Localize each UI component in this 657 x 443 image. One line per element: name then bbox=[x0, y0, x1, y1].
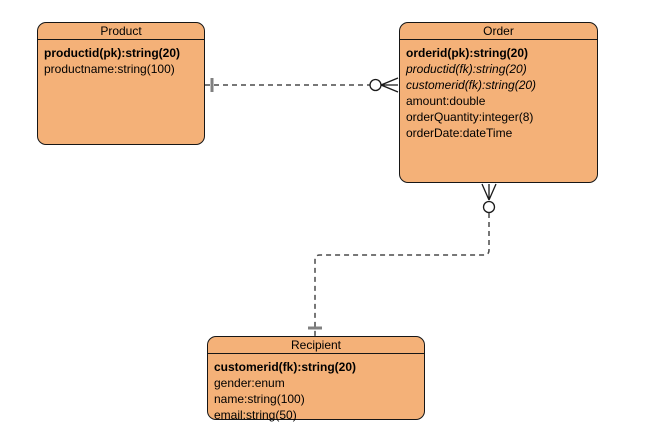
entity-recipient-title: Recipient bbox=[208, 337, 424, 354]
entity-recipient[interactable]: Recipient customerid(fk):string(20) gend… bbox=[207, 336, 425, 423]
connector-order-recipient[interactable] bbox=[308, 183, 497, 336]
attribute-customerid: customerid(fk):string(20) bbox=[214, 360, 357, 374]
entity-product-title: Product bbox=[38, 23, 204, 40]
cardinality-zero-circle-order-bottom bbox=[482, 200, 496, 214]
connector-order-recipient-line[interactable] bbox=[314, 213, 490, 336]
attribute-orderdate: orderDate:dateTime bbox=[406, 126, 513, 140]
entity-order-title: Order bbox=[400, 23, 597, 40]
attribute-name: name:string(100) bbox=[214, 392, 305, 406]
connector-product-order[interactable] bbox=[205, 77, 399, 93]
attribute-amount: amount:double bbox=[406, 94, 486, 108]
attribute-productname: productname:string(100) bbox=[44, 62, 175, 76]
attribute-orderquantity: orderQuantity:integer(8) bbox=[406, 110, 534, 124]
cardinality-zero-circle-order bbox=[369, 78, 382, 92]
entity-product-attributes: productid(pk):string(20) productname:str… bbox=[38, 40, 204, 77]
entity-recipient-attributes: customerid(fk):string(20) gender:enum na… bbox=[208, 354, 424, 423]
crows-foot-many-order bbox=[380, 77, 399, 93]
attribute-gender: gender:enum bbox=[214, 376, 285, 390]
crows-foot-many-order-bottom bbox=[481, 183, 497, 201]
attribute-customerid-fk: customerid(fk):string(20) bbox=[406, 78, 537, 92]
attribute-orderid: orderid(pk):string(20) bbox=[406, 46, 529, 60]
attribute-productid-fk: productid(fk):string(20) bbox=[406, 62, 527, 76]
entity-order[interactable]: Order orderid(pk):string(20) productid(f… bbox=[399, 22, 598, 183]
attribute-email: email:string(50) bbox=[214, 408, 297, 422]
entity-product[interactable]: Product productid(pk):string(20) product… bbox=[37, 22, 205, 145]
entity-order-attributes: orderid(pk):string(20) productid(fk):str… bbox=[400, 40, 597, 141]
attribute-productid: productid(pk):string(20) bbox=[44, 46, 180, 60]
